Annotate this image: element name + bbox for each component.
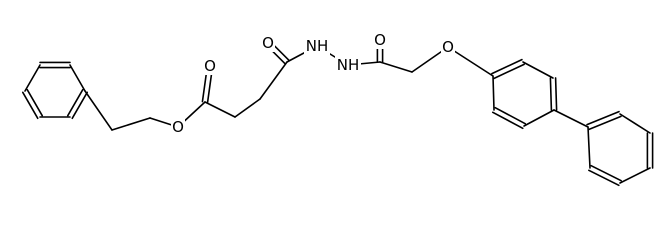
single-bond (619, 167, 651, 184)
double-bond (493, 63, 525, 80)
double-bond (554, 77, 558, 111)
atom-label-o-amide1: O (262, 34, 274, 52)
atom-label-n2: NH (337, 56, 360, 74)
single-bond (447, 46, 494, 77)
double-bond (491, 111, 524, 130)
atom-label-background (203, 57, 217, 75)
atom-label-background (304, 37, 330, 55)
double-bond (21, 91, 39, 120)
double-bond (590, 164, 622, 182)
single-bond (379, 61, 413, 73)
double-bond (588, 169, 620, 187)
atom-label-o-amide2: O (374, 31, 386, 49)
atom-label-background (261, 34, 275, 52)
molecule-structure: O O O NH NH O O (21, 31, 654, 187)
atom-label-background (373, 31, 387, 49)
single-bond (111, 117, 151, 131)
single-bond (259, 61, 288, 100)
atom-label-background (171, 118, 185, 136)
single-bond (522, 61, 554, 79)
single-bond (69, 64, 86, 92)
single-bond (234, 98, 261, 118)
single-bond (24, 64, 41, 92)
atom-label-o-ester: O (172, 118, 184, 136)
double-bond (588, 115, 622, 131)
single-bond (619, 113, 651, 134)
single-bond (587, 126, 591, 169)
atom-label-o-ether: O (442, 38, 454, 56)
atom-label-background (441, 38, 455, 56)
double-bond (71, 91, 89, 120)
atom-labels: O O O NH NH O O (171, 31, 455, 136)
atom-label-o-ester-carbonyl: O (204, 57, 216, 75)
single-bond (84, 90, 113, 131)
single-bond (204, 101, 236, 118)
double-bond (66, 88, 84, 117)
double-bond (586, 110, 620, 126)
double-bond (549, 77, 553, 111)
single-bond (492, 75, 495, 111)
atom-label-background (335, 56, 361, 74)
single-bond (523, 109, 555, 127)
single-bond (553, 109, 589, 128)
double-bond (26, 88, 44, 117)
double-bond (491, 58, 523, 75)
atom-label-n1: NH (306, 37, 329, 55)
double-bond (494, 106, 527, 125)
